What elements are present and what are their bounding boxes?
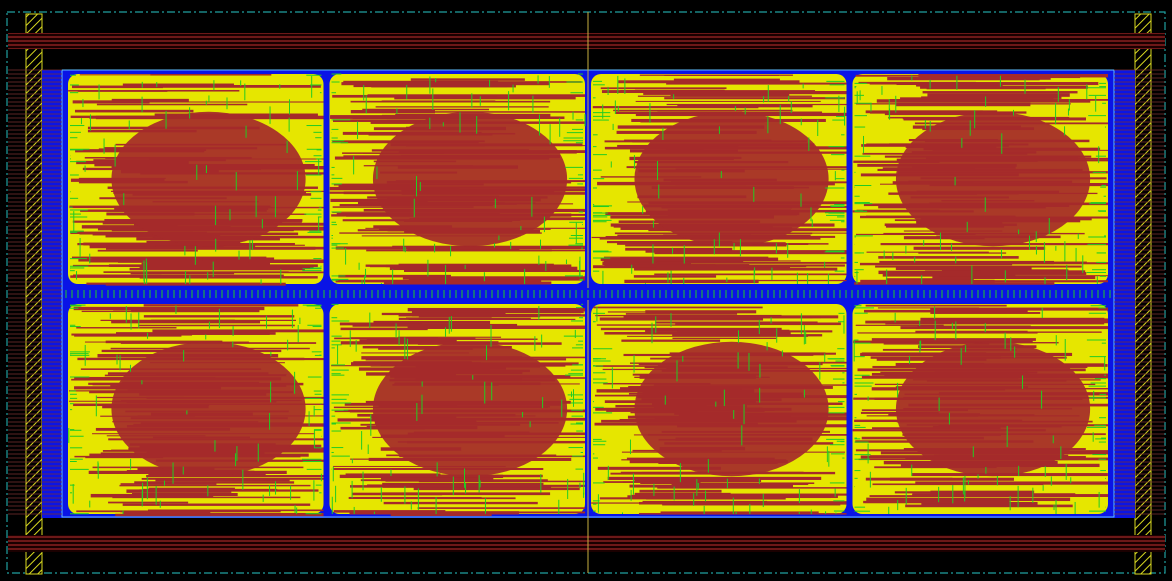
power-ring-bottom bbox=[8, 535, 1165, 552]
placement-blocks bbox=[68, 73, 1108, 517]
io-pin-stripes-left bbox=[8, 69, 62, 515]
io-pin-stripes-right bbox=[1114, 69, 1165, 515]
power-ring-top bbox=[8, 33, 1165, 49]
die-boundary bbox=[6, 11, 1166, 574]
routing-channel bbox=[65, 288, 1112, 300]
